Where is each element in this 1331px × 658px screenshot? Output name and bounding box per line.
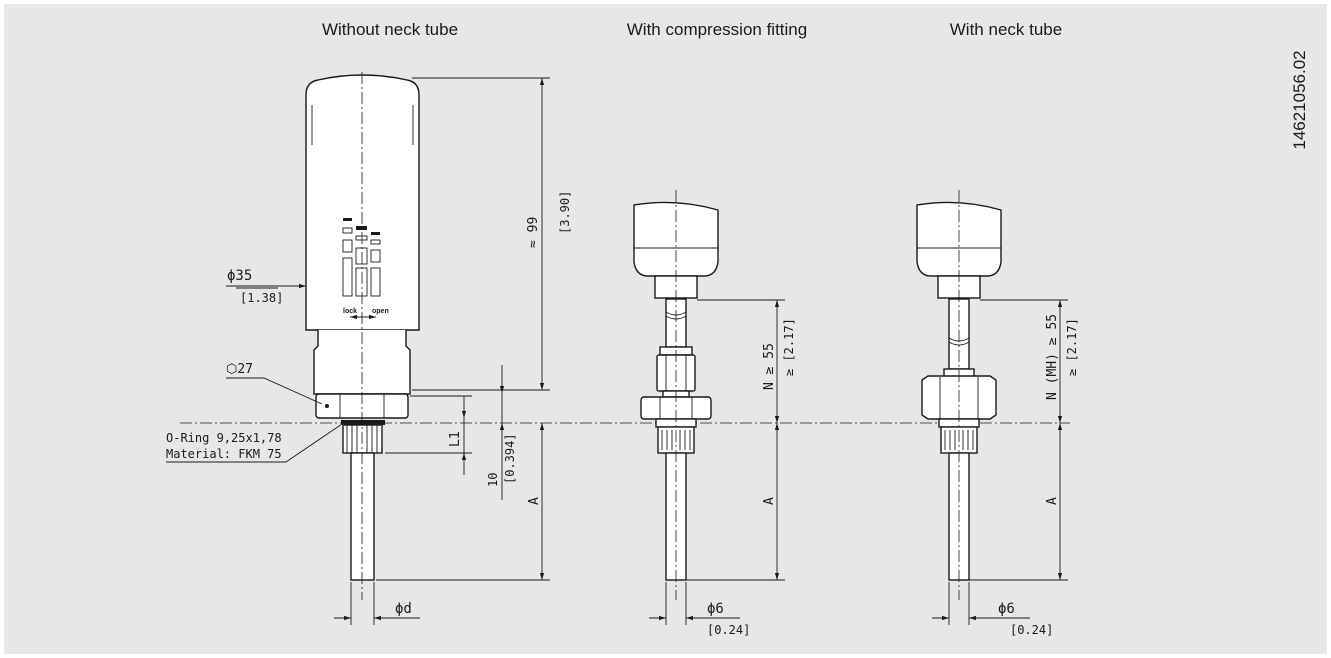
thermostat-compression-fitting [633,190,719,600]
dim-phi35-inch: [1.38] [240,291,283,305]
oring-label-2: Material: FKM 75 [166,447,282,461]
dim-nmh55: N (MH) ≥ 55 [1045,314,1060,400]
oring-label-1: O-Ring 9,25x1,78 [166,431,282,445]
lock-label: lock [343,308,357,315]
thermostat-with-neck-tube [916,190,1002,600]
dim-a-left: A [527,497,542,505]
dim-phi6-right: ϕ6 [998,601,1015,617]
dim-height-99: ≈ 99 [526,217,541,248]
title-without-neck-tube: Without neck tube [322,20,458,39]
dim-l1: L1 [448,431,463,447]
thermostat-without-neck-tube: lock open [305,72,420,600]
drawing-number: 14621056.02 [1290,50,1309,149]
dim-10-inch: [0.394] [503,433,517,484]
dim-hex27: ⬡27 [226,362,253,377]
title-with-neck-tube: With neck tube [950,20,1062,39]
dim-n55: N ≥ 55 [762,343,777,390]
dimensions-compression-fitting: N ≥ 55 ≥ [2.17] A ϕ6 [0.24] [649,299,796,637]
dim-phi6-middle-inch: [0.24] [707,623,750,637]
dim-height-99-inch: [3.90] [558,191,572,234]
dim-phi-d: ϕd [395,601,412,617]
dim-a-right: A [1045,497,1060,505]
dim-phi35: ϕ35 [227,268,252,284]
dimensions-without-neck-tube: ϕ35 [1.38] ⬡27 O-Ring 9,25x1,78 Material… [166,77,572,625]
dim-phi6-right-inch: [0.24] [1010,623,1053,637]
dim-n55-inch: ≥ [2.17] [782,318,796,376]
dim-phi6-middle: ϕ6 [707,601,724,617]
dim-10: 10 [486,473,500,487]
open-label: open [372,308,389,315]
title-compression-fitting: With compression fitting [627,20,807,39]
dimensions-with-neck-tube: N (MH) ≥ 55 ≥ [2.17] A ϕ6 [0.24] [932,299,1079,637]
dim-a-middle: A [762,497,777,505]
dim-nmh55-inch: ≥ [2.17] [1065,318,1079,376]
